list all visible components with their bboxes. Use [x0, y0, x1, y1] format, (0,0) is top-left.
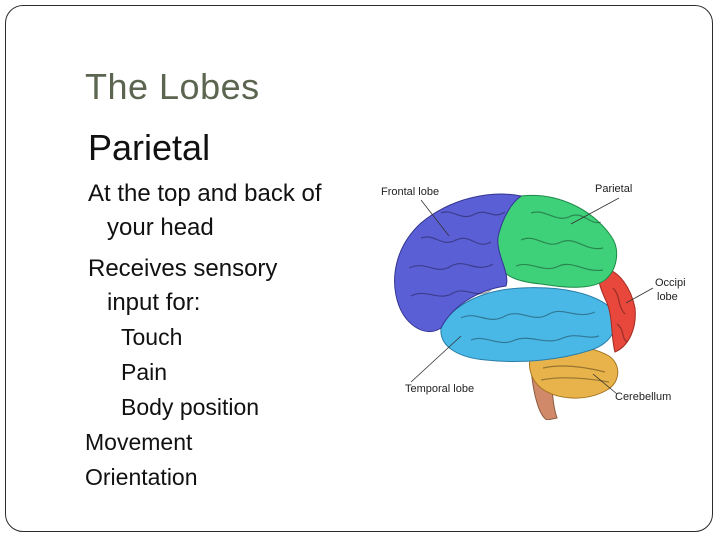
- sub-bullet-text: Touch: [121, 324, 183, 350]
- sub-bullet-text: Body position: [121, 394, 260, 420]
- label-leader-lines: [410, 197, 654, 395]
- brain-diagram: Frontal lobe Parietal Occipital lobe Tem…: [373, 158, 697, 421]
- label-temporal-lobe: Temporal lobe: [405, 383, 474, 395]
- sub-bullet-pain: Pain: [121, 359, 167, 386]
- bullet-movement: Movement: [85, 429, 192, 456]
- label-cerebellum: Cerebellum: [615, 391, 671, 403]
- label-parietal: Parietal: [595, 183, 632, 195]
- sub-bullet-body-position: Body position: [121, 394, 259, 421]
- frontal-lobe-region: [394, 193, 523, 333]
- brain-illustration: Frontal lobe Parietal Occipital lobe Tem…: [381, 183, 697, 421]
- occipital-lobe-region: [598, 267, 636, 353]
- label-occipital-2: lobe: [657, 291, 678, 303]
- label-occipital-1: Occipital: [655, 277, 685, 289]
- heading-text: Parietal: [88, 127, 211, 168]
- bullet-text: At the top and back of: [88, 180, 322, 207]
- gyri-texture: [408, 211, 628, 383]
- slide-title: The Lobes: [85, 66, 260, 107]
- bullet-text: Orientation: [85, 464, 198, 490]
- bullet-location: At the top and back of: [88, 177, 322, 210]
- bullet-orientation: Orientation: [85, 464, 198, 491]
- bullet-sensory: Receives sensory: [88, 252, 277, 285]
- bullet-sensory-cont: input for:: [107, 289, 201, 316]
- sub-bullet-text: Pain: [121, 359, 168, 385]
- bullet-text: Receives sensory: [88, 255, 278, 282]
- bullet-text: Movement: [85, 429, 193, 455]
- label-frontal-lobe: Frontal lobe: [381, 186, 439, 198]
- heading-parietal: Parietal: [88, 127, 210, 169]
- sub-bullet-touch: Touch: [121, 324, 182, 351]
- bullet-location-cont: your head: [107, 214, 214, 241]
